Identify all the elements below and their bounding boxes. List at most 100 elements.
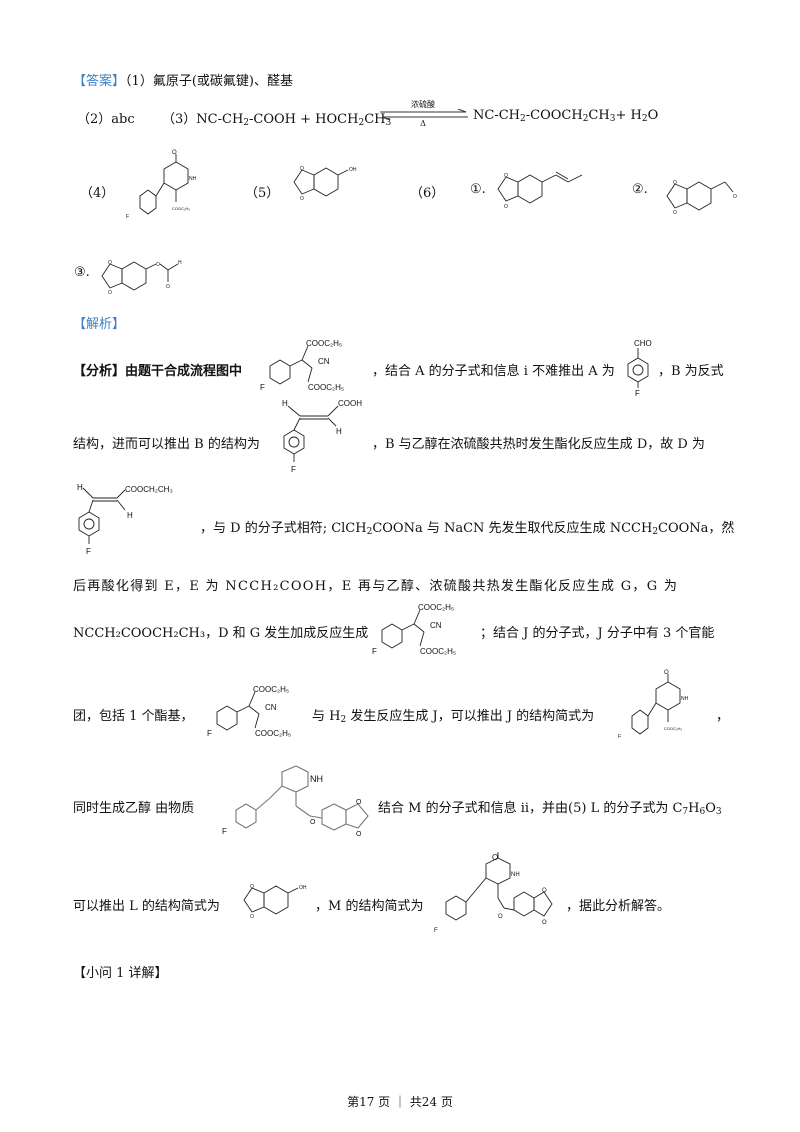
answer-q4-label: （4） <box>80 186 115 201</box>
analysis-para8-a: 可以推出 L 的结构简式为 <box>73 899 220 914</box>
svg-text:H: H <box>77 483 83 492</box>
sub-question-1-header: 【小问 1 详解】 <box>73 966 168 981</box>
answer-q2: （2）abc <box>77 112 135 127</box>
molecule-l-structure-2: O O OH <box>232 880 322 925</box>
reaction-condition-top: 浓硫酸 <box>411 100 435 109</box>
svg-text:F: F <box>86 547 91 556</box>
molecule-m-structure: O NH F O O O <box>432 852 562 942</box>
svg-text:O: O <box>492 853 498 862</box>
analysis-para8-c: ，据此分析解答。 <box>566 899 671 914</box>
svg-text:CN: CN <box>265 703 277 712</box>
answer-q6-label: （6） <box>410 186 445 201</box>
svg-text:F: F <box>260 383 265 392</box>
analysis-para2-a: 结构，进而可以推出 B 的结构为 <box>73 437 260 452</box>
equilibrium-arrow-icon <box>380 109 468 121</box>
page-footer: 第17 页 ｜ 共24 页 <box>347 1095 453 1109</box>
analysis-para7-b: 结合 M 的分子式和信息 ii，并由(5) L 的分子式为 C7H6O3 <box>378 801 722 817</box>
svg-text:F: F <box>635 389 640 396</box>
svg-text:O: O <box>166 284 170 290</box>
svg-text:CN: CN <box>318 357 330 366</box>
analysis-para5-b: ；结合 J 的分子式，J 分子中有 3 个官能 <box>480 626 715 641</box>
svg-text:F: F <box>207 729 212 738</box>
svg-text:OH: OH <box>349 167 357 173</box>
molecule-option-3: O O O O H <box>96 250 196 300</box>
option-1-label: ①. <box>470 182 486 197</box>
svg-text:O: O <box>156 262 160 268</box>
analysis-para6-d: ， <box>716 709 730 724</box>
svg-text:COOC₂H₅: COOC₂H₅ <box>418 603 454 612</box>
svg-text:O: O <box>356 831 362 838</box>
svg-text:O: O <box>542 888 547 894</box>
svg-text:NH: NH <box>511 872 520 878</box>
analysis-para8-b: ，M 的结构简式为 <box>315 899 424 914</box>
analysis-para1-c: ，B 为反式 <box>658 364 724 379</box>
svg-text:O: O <box>300 166 304 172</box>
molecule-l-structure: O O OH <box>282 160 372 210</box>
svg-text:H: H <box>282 399 288 408</box>
svg-text:NH: NH <box>189 176 197 182</box>
svg-text:O: O <box>172 150 177 156</box>
analysis-para6-b: 与 H2 发生反应生成 J，可以推出 J 的结构简式为 <box>312 709 595 725</box>
svg-text:O: O <box>498 914 503 920</box>
svg-text:F: F <box>222 827 227 836</box>
molecule-paroxetine: NH F O O O <box>218 760 378 850</box>
svg-text:O: O <box>250 884 254 890</box>
molecule-b-structure: H COOH H F <box>276 396 371 476</box>
svg-text:COOC₂H₅: COOC₂H₅ <box>172 206 190 211</box>
molecule-a-structure: CHO F <box>620 336 660 396</box>
svg-text:O: O <box>108 290 112 296</box>
molecule-adduct-1: COOC₂H₅ CN COOC₂H₅ F <box>258 334 368 396</box>
svg-text:F: F <box>291 465 296 474</box>
analysis-para1-b: ，结合 A 的分子式和信息 i 不难推出 A 为 <box>372 364 615 379</box>
svg-text:NH: NH <box>310 774 323 784</box>
svg-text:OH: OH <box>299 885 307 891</box>
molecule-adduct-3: COOC₂H₅ CN COOC₂H₅ F <box>205 680 315 742</box>
analysis-para5-a: NCCH₂COOCH₂CH₃，D 和 G 发生加成反应生成 <box>73 626 369 641</box>
svg-text:O: O <box>250 914 254 920</box>
svg-text:CHO: CHO <box>634 339 652 348</box>
molecule-adduct-2: COOC₂H₅ CN COOC₂H₅ F <box>370 598 480 660</box>
analysis-para3: ，与 D 的分子式相符; ClCH2COONa 与 NaCN 先发生取代反应生成… <box>200 521 735 537</box>
svg-text:O: O <box>310 819 316 826</box>
analysis-para1-a: 【分析】由题干合成流程图中 <box>73 364 243 379</box>
svg-text:NH: NH <box>681 696 689 702</box>
svg-text:H: H <box>178 260 182 266</box>
svg-text:O: O <box>356 799 362 806</box>
answer-q1: （1）氟原子(或碳氟键)、醛基 <box>125 74 293 89</box>
svg-text:O: O <box>504 173 508 179</box>
analysis-para7-a: 同时生成乙醇 由物质 <box>73 801 195 816</box>
svg-text:COOC₂H₅: COOC₂H₅ <box>253 685 289 694</box>
svg-text:F: F <box>126 214 129 220</box>
molecule-option-1: O O <box>490 160 610 220</box>
molecule-j-structure-2: O NH F COOC₂H₅ <box>610 668 720 748</box>
svg-text:O: O <box>664 670 669 676</box>
svg-text:O: O <box>300 196 304 202</box>
analysis-para4: 后再酸化得到 E，E 为 NCCH₂COOH，E 再与乙醇、浓硫酸共热发生酯化反… <box>73 579 679 594</box>
analysis-para6-a: 团，包括 1 个酯基， <box>73 709 194 724</box>
svg-text:F: F <box>372 647 377 656</box>
svg-text:O: O <box>673 180 677 186</box>
svg-text:O: O <box>542 920 547 926</box>
molecule-d-structure: H COOCH₂CH₃ H F <box>73 478 203 560</box>
svg-text:H: H <box>127 511 133 520</box>
svg-text:F: F <box>618 734 621 740</box>
answer-q3-equation: （3）NC-CH2-COOH + HOCH2CH3 <box>162 112 392 128</box>
svg-text:O: O <box>504 204 508 210</box>
answer-q3-product: NC-CH2-COOCH2CH3+ H2O <box>473 108 659 124</box>
svg-text:COOC₂H₅: COOC₂H₅ <box>664 726 682 731</box>
svg-text:COOC₂H₅: COOC₂H₅ <box>306 339 342 348</box>
svg-text:O: O <box>733 194 737 200</box>
option-2-label: ②. <box>632 182 648 197</box>
svg-text:O: O <box>108 260 112 266</box>
analysis-para2-b: ，B 与乙醇在浓硫酸共热时发生酯化反应生成 D，故 D 为 <box>372 437 705 452</box>
option-3-label: ③. <box>74 265 90 280</box>
svg-text:O: O <box>673 210 677 216</box>
svg-text:COOC₂H₅: COOC₂H₅ <box>420 647 456 656</box>
answer-q5-label: （5） <box>245 186 280 201</box>
svg-text:F: F <box>434 928 438 934</box>
molecule-j-structure: O NH F COOC₂H₅ <box>118 148 228 228</box>
answer-tag: 【答案】 <box>73 74 126 89</box>
svg-text:COOH: COOH <box>338 399 362 408</box>
answer-line-1: 【答案】（1）氟原子(或碳氟键)、醛基 <box>73 70 293 89</box>
reaction-condition-bottom: Δ <box>420 119 426 128</box>
